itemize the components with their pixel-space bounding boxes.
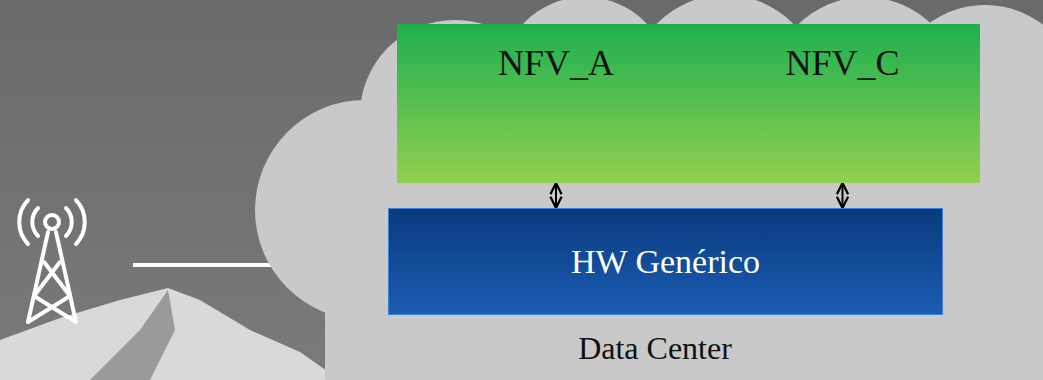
cloud-fill [255,0,1043,380]
region-label: Data Center [578,330,732,367]
box-label: NFV_A [397,24,715,84]
antenna-icon [19,200,85,322]
box-label: HW Genérico [571,243,760,281]
mountain [0,288,340,380]
double-arrow [555,183,557,208]
cloud-region: Data Center NFV_ANFV_C HW Genérico [255,0,1043,380]
network-function-box: NFV_A [397,24,715,183]
box-label: NFV_C [705,24,980,84]
network-function-box: NFV_C [705,24,980,183]
cloud-body [325,150,1043,380]
mountain-shadow [90,290,175,380]
hardware-box: HW Genérico [388,208,943,315]
double-arrow [842,183,844,208]
